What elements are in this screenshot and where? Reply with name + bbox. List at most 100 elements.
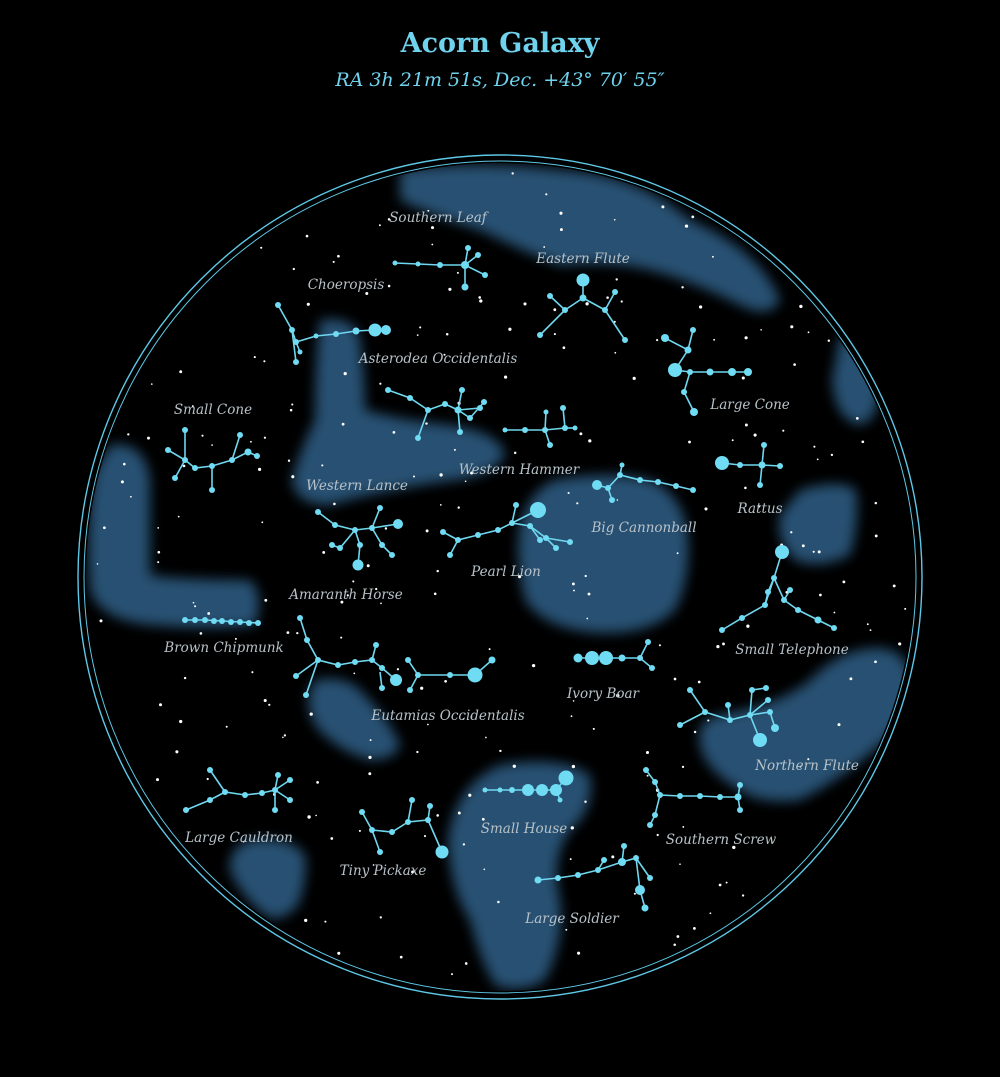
constellation-star bbox=[739, 615, 745, 621]
constellation-star bbox=[641, 904, 649, 912]
constellation-star bbox=[293, 673, 299, 679]
background-star bbox=[488, 648, 491, 651]
background-star bbox=[194, 605, 197, 608]
background-star bbox=[436, 814, 439, 817]
constellation-star bbox=[595, 867, 601, 873]
constellation-small-cone bbox=[165, 427, 260, 493]
constellation-line bbox=[407, 799, 413, 823]
constellation-star bbox=[207, 797, 213, 803]
background-star bbox=[175, 750, 179, 754]
constellation-star bbox=[762, 602, 768, 608]
constellation-star bbox=[649, 665, 655, 671]
constellation-star bbox=[647, 822, 653, 828]
background-star bbox=[358, 829, 361, 832]
constellation-star bbox=[747, 712, 753, 718]
constellation-star bbox=[425, 817, 431, 823]
constellation-star bbox=[652, 779, 658, 785]
background-star bbox=[147, 436, 150, 440]
background-star bbox=[120, 480, 124, 484]
background-star bbox=[790, 531, 793, 534]
constellation-star bbox=[182, 427, 188, 433]
constellation-star bbox=[681, 389, 687, 395]
constellation-line bbox=[331, 529, 356, 549]
background-star bbox=[718, 883, 722, 887]
background-star bbox=[387, 218, 391, 221]
constellation-choeropsis bbox=[275, 302, 391, 365]
background-star bbox=[478, 296, 482, 299]
background-star bbox=[322, 550, 326, 554]
constellation-star bbox=[547, 442, 553, 448]
background-star bbox=[207, 612, 211, 615]
background-star bbox=[904, 607, 907, 610]
constellation-star bbox=[389, 829, 395, 835]
constellation-star bbox=[337, 545, 343, 551]
constellation-star bbox=[461, 283, 469, 291]
label-eutamias-occidentalis: Eutamias Occidentalis bbox=[370, 708, 524, 724]
nebula-west-lance bbox=[292, 319, 505, 505]
constellation-star bbox=[622, 337, 628, 343]
map-title: Acorn Galaxy bbox=[400, 28, 601, 59]
constellation-star bbox=[368, 323, 382, 337]
constellation-star bbox=[645, 639, 651, 645]
label-large-cauldron: Large Cauldron bbox=[184, 830, 293, 846]
constellation-star bbox=[781, 597, 787, 603]
background-star bbox=[799, 765, 802, 768]
background-star bbox=[260, 246, 263, 249]
background-star bbox=[799, 304, 803, 309]
constellation-star bbox=[315, 657, 321, 663]
background-star bbox=[179, 370, 183, 374]
background-star bbox=[744, 336, 748, 340]
constellation-large-cone bbox=[661, 327, 752, 416]
constellation-star bbox=[684, 346, 692, 354]
background-star bbox=[513, 451, 517, 455]
constellation-star bbox=[407, 687, 413, 693]
constellation-star bbox=[381, 325, 391, 335]
background-star bbox=[103, 526, 106, 530]
label-brown-chipmunk: Brown Chipmunk bbox=[163, 640, 283, 656]
constellation-line bbox=[417, 409, 429, 439]
constellation-star bbox=[497, 787, 503, 793]
constellation-star bbox=[352, 559, 364, 571]
constellation-star bbox=[352, 327, 360, 335]
constellation-line bbox=[673, 349, 748, 373]
constellation-star bbox=[228, 619, 234, 625]
background-star bbox=[731, 439, 734, 442]
background-star bbox=[576, 502, 579, 505]
constellation-small-house bbox=[482, 770, 574, 803]
background-star bbox=[565, 928, 568, 931]
background-star bbox=[127, 433, 130, 436]
background-star bbox=[518, 575, 522, 579]
background-star bbox=[340, 600, 344, 604]
background-star bbox=[741, 894, 745, 897]
background-star bbox=[453, 448, 456, 451]
constellation-star bbox=[602, 307, 608, 313]
constellation-star bbox=[668, 363, 682, 377]
background-star bbox=[545, 193, 548, 196]
background-star bbox=[613, 218, 616, 221]
background-star bbox=[793, 363, 796, 366]
constellation-large-soldier bbox=[534, 843, 653, 912]
background-star bbox=[130, 495, 132, 498]
constellation-line bbox=[679, 711, 706, 726]
constellation-star bbox=[379, 665, 385, 671]
constellation-star bbox=[425, 407, 431, 413]
constellation-star bbox=[435, 845, 449, 859]
background-star bbox=[584, 800, 587, 803]
constellation-star bbox=[304, 637, 310, 643]
background-star bbox=[614, 351, 617, 354]
constellation-star bbox=[335, 662, 341, 668]
constellation-star bbox=[407, 395, 413, 401]
constellation-star bbox=[765, 697, 771, 703]
constellation-star bbox=[777, 463, 783, 469]
background-star bbox=[620, 300, 623, 303]
constellation-star bbox=[537, 332, 543, 338]
nebula-cannonball bbox=[518, 475, 689, 634]
background-star bbox=[855, 417, 859, 420]
background-star bbox=[830, 453, 834, 457]
constellation-line bbox=[305, 659, 319, 696]
constellation-line bbox=[167, 449, 213, 469]
background-star bbox=[697, 680, 701, 684]
background-star bbox=[427, 209, 430, 212]
constellation-star bbox=[652, 812, 658, 818]
constellation-star bbox=[389, 552, 395, 558]
